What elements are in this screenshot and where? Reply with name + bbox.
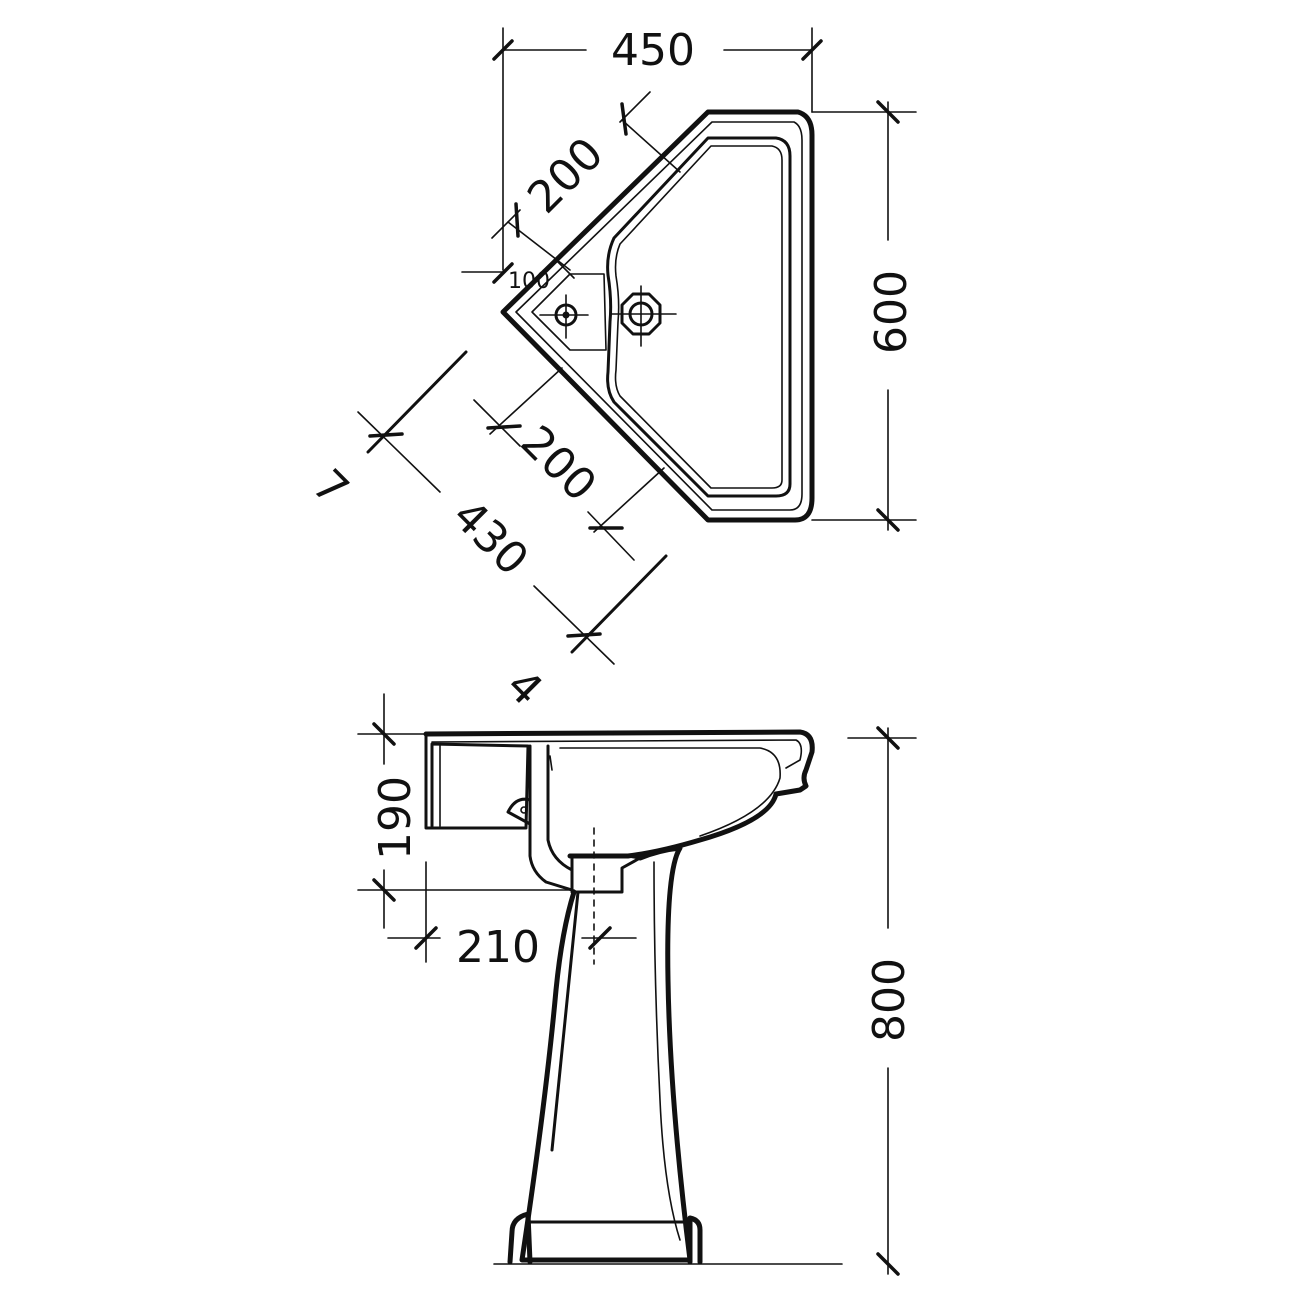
dimension-overall-height [847,726,917,1276]
dimension-depth [811,100,917,532]
pedestal-inner-line [653,861,681,1241]
tap-offset-lower-label: 200 [511,416,606,511]
basin-bowl-curve [567,791,779,859]
pedestal-front-line [550,890,580,1152]
dimension-corner-offset [461,261,575,284]
basin-top-rim [423,729,815,797]
tap-offset-upper-label: 200 [518,128,613,223]
corner-offset-label: 100 [508,269,550,294]
pedestal [519,845,693,1263]
dimension-wall-length [357,350,668,665]
dimension-tap-offset-lower [473,367,665,561]
waste-offset-label: 210 [456,922,540,973]
dimension-width [492,27,823,271]
wall-length-prefix: 7 [302,460,358,516]
wall-length-label: 430 [443,490,538,585]
waste-outlet [570,854,642,894]
tap-hole-icon [611,285,677,347]
dimension-tap-offset-upper [491,91,681,271]
plan-view: 450 600 200 100 [302,25,917,665]
drain-icon [539,294,589,339]
overall-height-label: 800 [864,958,915,1042]
basin-rim-inner-line [515,121,803,511]
depth-label: 600 [866,270,917,354]
chain-line [549,755,553,771]
basin-bowl [606,136,792,498]
waste-pipe [528,744,574,892]
elevation-view: 4 190 210 800 [357,660,917,1276]
basin-back-section [424,732,530,830]
basin-bowl-inner-curve [559,747,781,837]
top-marker-label: 4 [496,660,552,716]
bowl-depth-label: 190 [370,776,421,860]
pedestal-foot [507,1211,703,1265]
dimension-bowl-depth [357,693,575,929]
basin-outer-rim [500,109,815,523]
dimension-waste-offset [387,861,637,963]
basin-rim-line [431,739,803,769]
width-label: 450 [611,25,695,76]
basin-bowl-inner-line [614,145,783,489]
basin-deck-line [531,273,607,351]
